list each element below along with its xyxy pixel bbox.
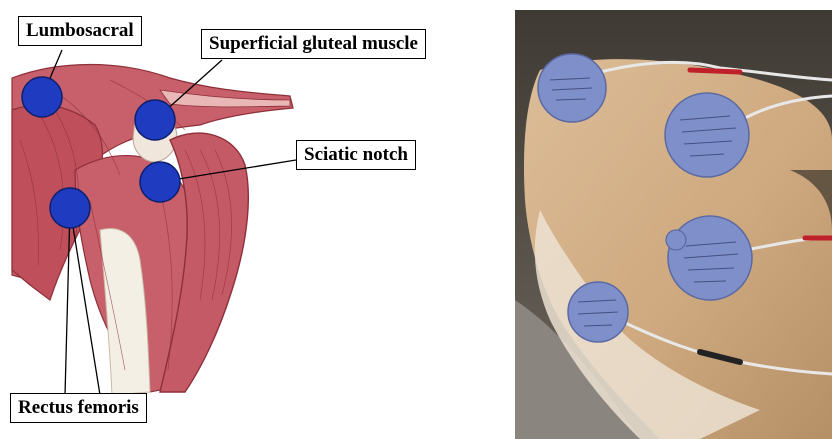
label-lumbosacral: Lumbosacral: [18, 16, 142, 46]
label-sciatic-notch: Sciatic notch: [296, 140, 416, 170]
label-superficial-gluteal-muscle: Superficial gluteal muscle: [201, 29, 426, 59]
electrode-pad-icon: [538, 54, 606, 122]
muscle-illustration: [12, 50, 296, 395]
label-rectus-femoris: Rectus femoris: [10, 393, 147, 423]
electrode-dot-icon: [140, 162, 180, 202]
electrode-dot-icon: [50, 188, 90, 228]
electrode-dot-icon: [22, 77, 62, 117]
electrode-dot-icon: [135, 100, 175, 140]
electrode-pad-icon: [665, 93, 749, 177]
photo-panel: [515, 10, 832, 439]
electrode-pad-icon: [568, 282, 628, 342]
